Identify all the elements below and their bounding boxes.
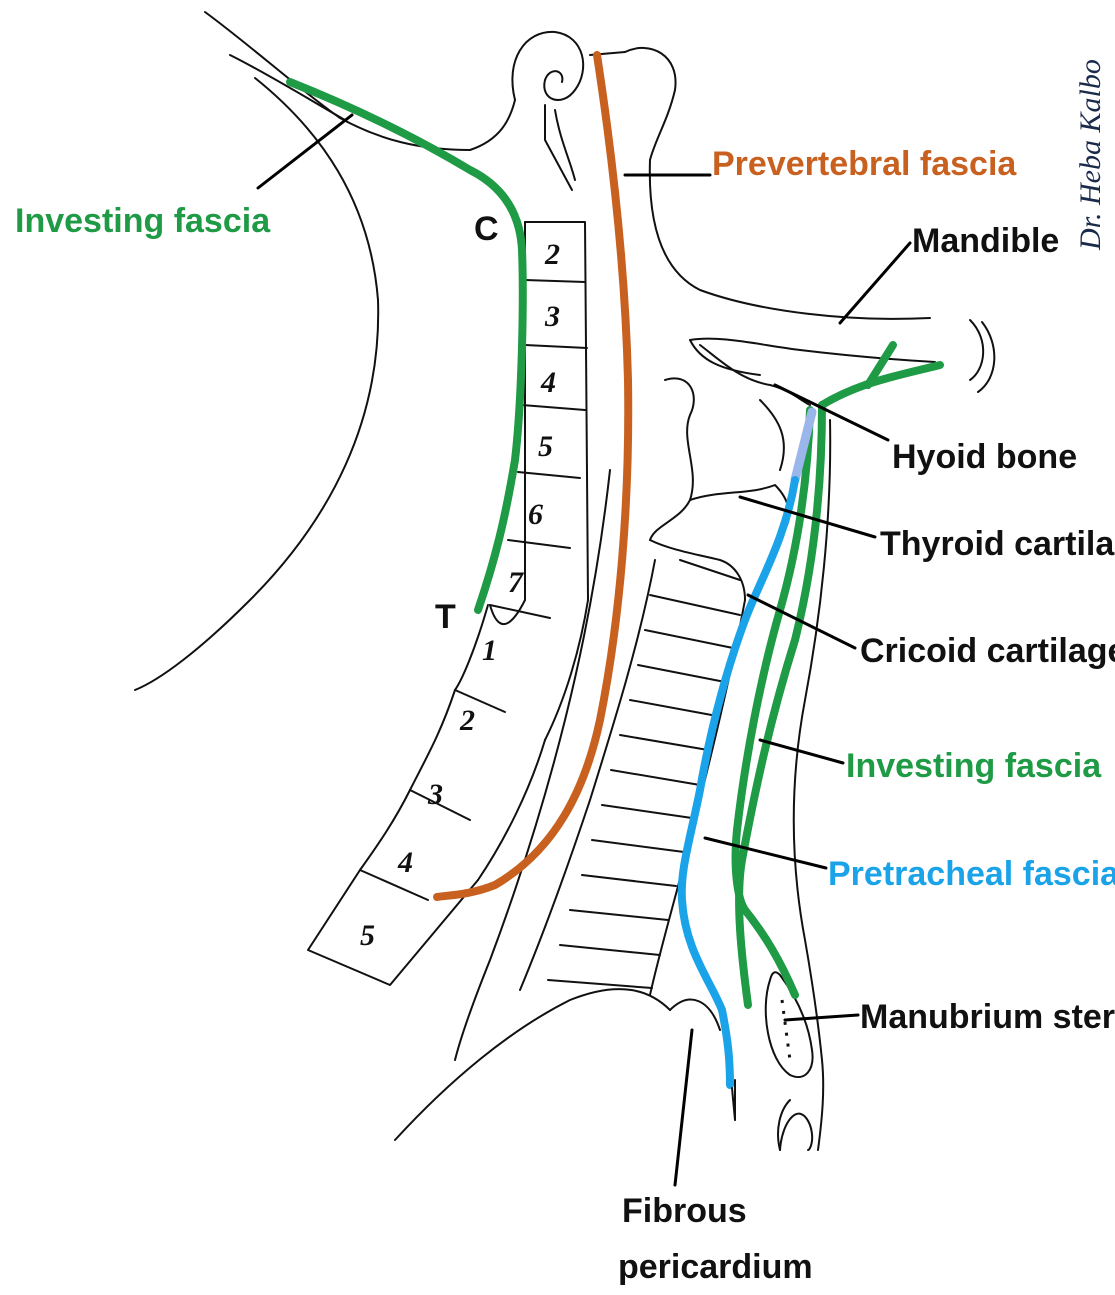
vertebra-t1: 1 <box>482 634 497 667</box>
label-hyoid-bone: Hyoid bone <box>892 438 1077 476</box>
vertebra-c3: 3 <box>544 300 560 333</box>
label-prevertebral-fascia: Prevertebral fascia <box>712 145 1017 183</box>
label-cricoid-cartilage: Cricoid cartilage <box>860 632 1115 670</box>
pointer-hyoid <box>775 385 888 440</box>
vertebra-t5: 5 <box>360 919 375 952</box>
vertebra-c2: 2 <box>544 238 560 271</box>
pointer-lines <box>258 115 910 1185</box>
vertebra-t2: 2 <box>459 704 475 737</box>
pointer-mandible <box>840 243 910 323</box>
vertebra-t4: 4 <box>397 846 413 879</box>
vertebra-c4: 4 <box>540 366 556 399</box>
label-pretracheal-fascia: Pretracheal fascia <box>828 855 1115 893</box>
pointer-pericardium <box>675 1030 692 1185</box>
vertebra-c6: 6 <box>528 498 543 531</box>
pointer-thyroid <box>740 497 875 537</box>
label-investing-fascia-right: Investing fascia <box>846 747 1102 785</box>
label-manubrium-sterni: Manubrium sterni <box>860 998 1115 1036</box>
label-mandible: Mandible <box>912 222 1059 260</box>
label-thyroid-cartilage: Thyroid cartilage <box>880 525 1115 563</box>
label-fibrous-pericardium-1: Fibrous <box>622 1192 747 1230</box>
cervical-marker: C <box>474 210 499 248</box>
label-fibrous-pericardium-2: pericardium <box>618 1248 813 1286</box>
pretracheal-fascia-line <box>682 480 795 1085</box>
label-investing-fascia-left: Investing fascia <box>15 202 271 240</box>
vertebra-c5: 5 <box>538 430 553 463</box>
investing-fascia-posterior-line <box>290 82 523 610</box>
pointer-pretracheal <box>705 838 826 868</box>
vertebra-c7: 7 <box>508 566 524 599</box>
watermark-author: Dr. Heba Kalbo <box>1074 59 1107 251</box>
pointer-investing-right <box>760 740 843 763</box>
pointer-manubrium <box>785 1015 858 1020</box>
labels: Investing fascia Prevertebral fascia Man… <box>15 145 1115 1286</box>
vertebra-t3: 3 <box>427 778 443 811</box>
thoracic-marker: T <box>435 598 456 636</box>
